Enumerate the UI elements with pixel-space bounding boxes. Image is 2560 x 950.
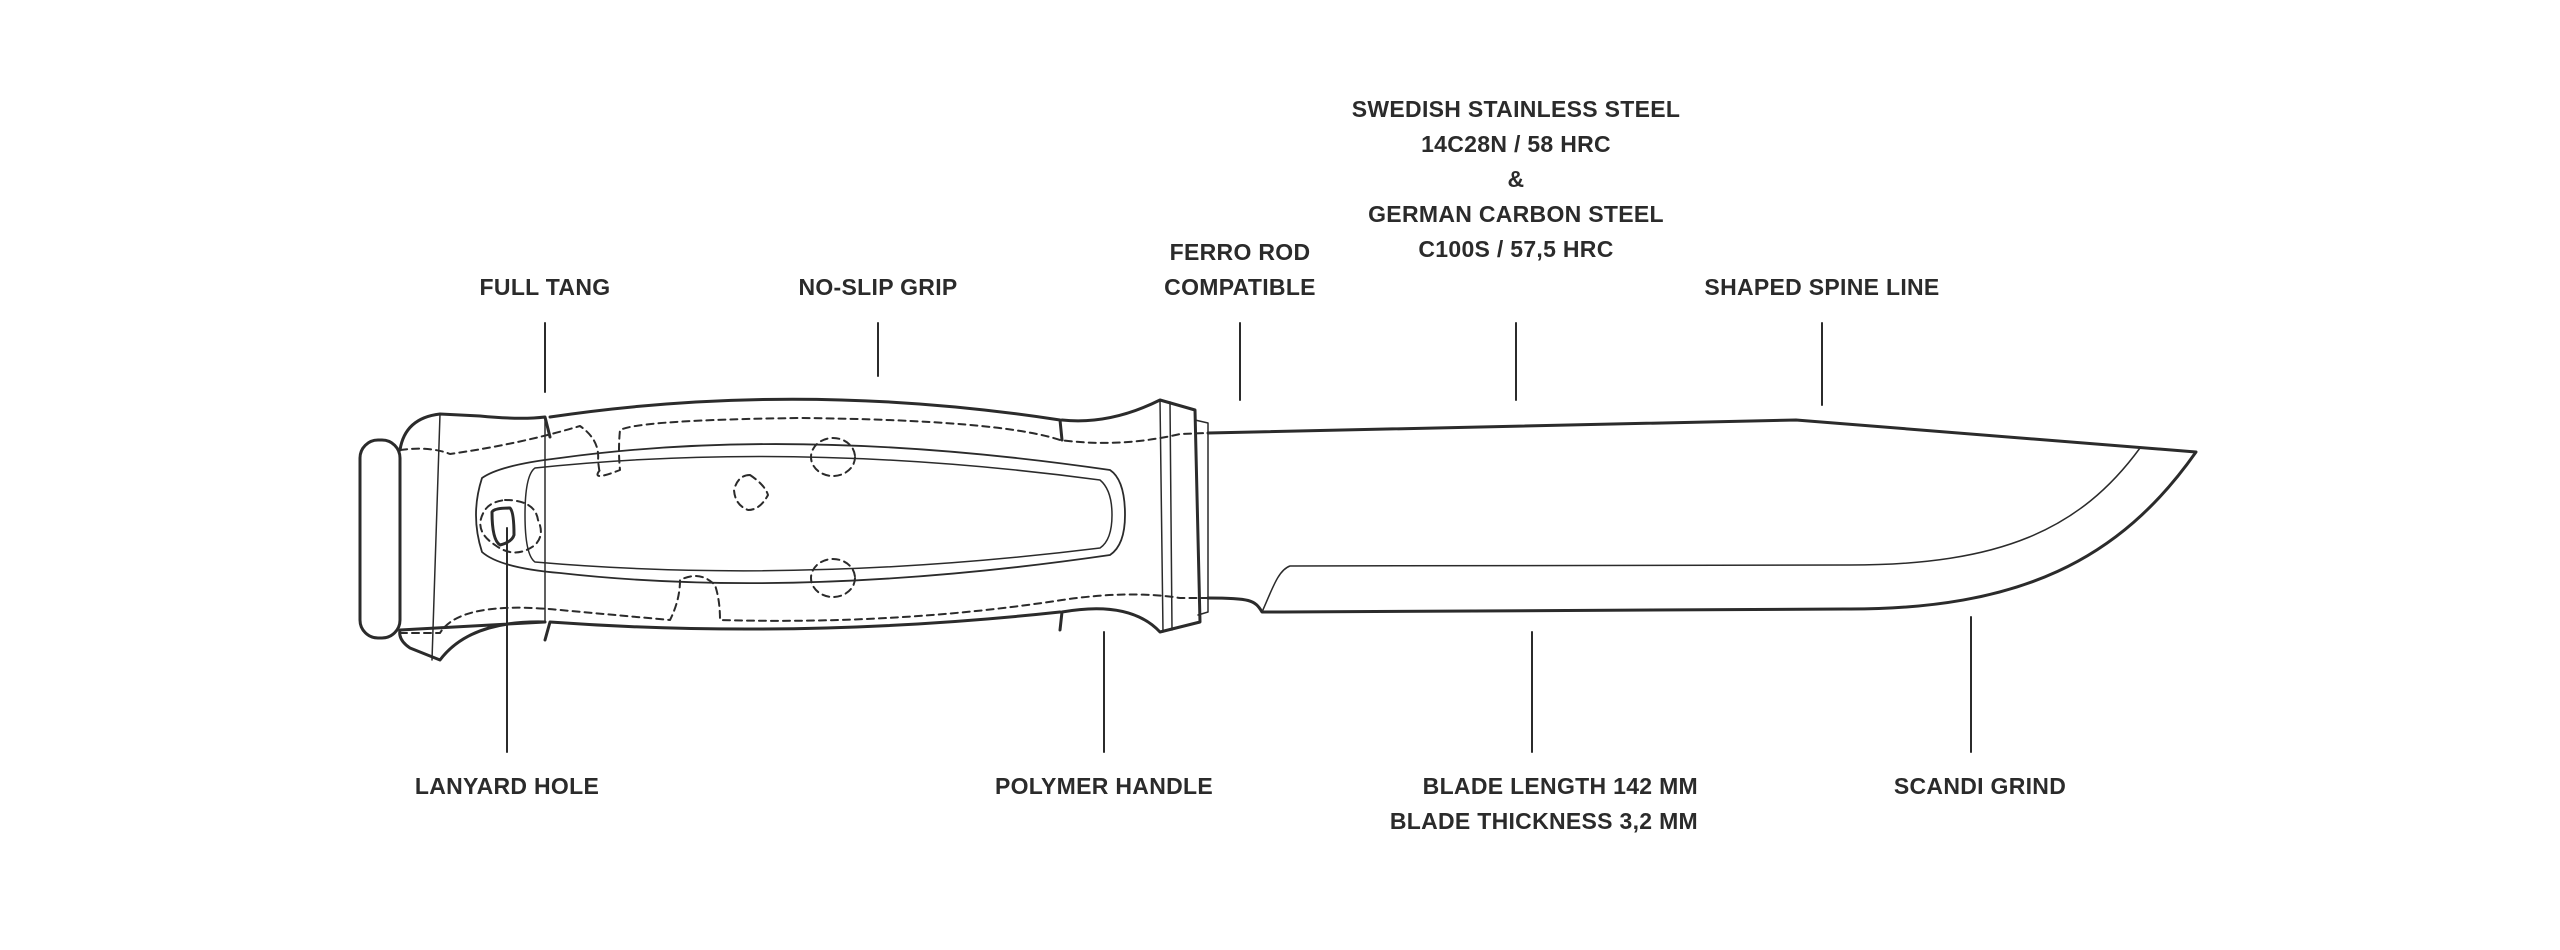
label-line: C100S / 57,5 HRC [1418,236,1614,262]
label-line: COMPATIBLE [1164,274,1316,300]
label-line: BLADE THICKNESS 3,2 MM [1389,808,1698,834]
label-line: BLADE LENGTH 142 MM [1422,773,1698,799]
label-shaped-spine: SHAPED SPINE LINE [1704,274,1940,300]
label-line: GERMAN CARBON STEEL [1368,201,1664,227]
tang-outline [399,417,1209,634]
handle [358,397,1209,662]
label-line: FERRO ROD [1169,239,1311,265]
label-scandi-grind: SCANDI GRIND [1893,773,2067,799]
blade [1206,418,2198,614]
label-no-slip-grip: NO-SLIP GRIP [798,274,958,300]
label-blade-dimensions: BLADE LENGTH 142 MM BLADE THICKNESS 3,2 … [1390,769,1698,839]
label-line: 14C28N / 58 HRC [1421,131,1611,157]
label-line: SWEDISH STAINLESS STEEL [1351,96,1681,122]
label-steel: SWEDISH STAINLESS STEEL 14C28N / 58 HRC … [1352,92,1681,267]
label-full-tang: FULL TANG [479,274,611,300]
label-line: & [1507,166,1525,192]
label-ferro-rod: FERRO ROD COMPATIBLE [1164,235,1316,305]
leader-lines [506,322,1972,753]
label-lanyard-hole: LANYARD HOLE [414,773,600,799]
label-polymer-handle: POLYMER HANDLE [994,773,1214,799]
lanyard-hole [490,506,516,547]
